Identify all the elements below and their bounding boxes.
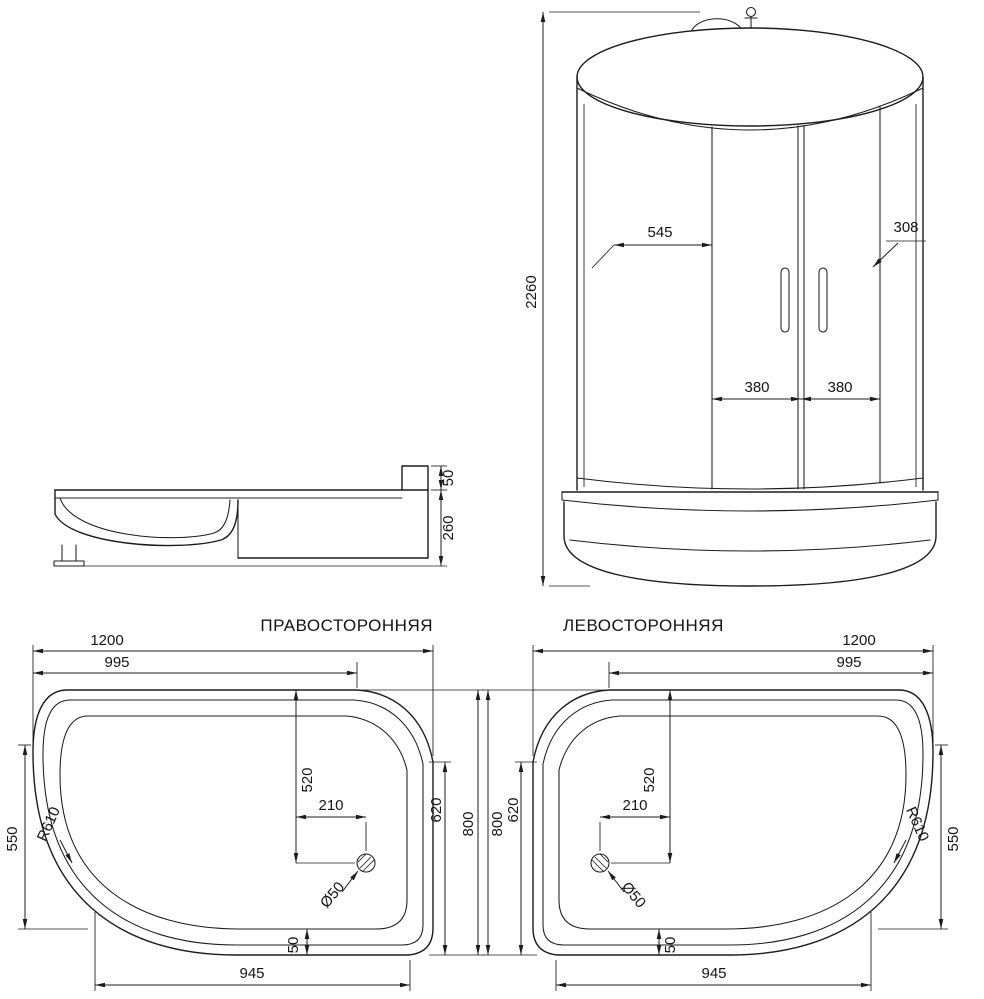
tray-rim-front bbox=[561, 499, 939, 512]
basin-profile bbox=[54, 489, 239, 547]
dim-945-left-plan: 945 bbox=[701, 965, 726, 982]
door-handle-left bbox=[780, 267, 790, 333]
side-panel-leader bbox=[872, 242, 899, 268]
mixer-ball bbox=[745, 6, 757, 18]
dim-door-left: 380 bbox=[744, 379, 769, 396]
tray-outer-edge bbox=[32, 689, 434, 956]
dim-520-right-plan: 520 bbox=[299, 767, 316, 792]
dim-cabin-height: 2260 bbox=[523, 275, 540, 308]
dim-550-left-plan: 550 bbox=[945, 826, 962, 851]
dim-fixed-panel: 545 bbox=[647, 224, 672, 241]
tray-rim-sides bbox=[561, 491, 939, 501]
front-view: 2260 545 308 380 380 bbox=[523, 6, 939, 587]
dim-995-left-plan: 995 bbox=[836, 654, 861, 671]
dim-1200-left-plan: 1200 bbox=[842, 632, 875, 649]
dim-995-right-plan: 995 bbox=[104, 654, 129, 671]
bottom-track bbox=[576, 477, 924, 490]
roof-outline bbox=[576, 27, 924, 127]
dim-520-left-plan: 520 bbox=[641, 767, 658, 792]
plan-right-labels: ПРАВОСТОРОННЯЯ 1200 995 620 800 550 R610… bbox=[4, 616, 477, 982]
plan-left-title: ЛЕВОСТОРОННЯЯ bbox=[563, 616, 724, 635]
dim-50-right-plan: 50 bbox=[285, 937, 302, 954]
plan-view-left-geometry bbox=[482, 645, 948, 991]
tray-rim-lip bbox=[401, 465, 429, 491]
tray-basin-edge bbox=[59, 715, 408, 930]
tray-skirt bbox=[563, 501, 937, 587]
radius-leader bbox=[59, 839, 73, 864]
dim-800-left-plan: 800 bbox=[489, 811, 506, 836]
dim-800-right-plan: 800 bbox=[460, 811, 477, 836]
dim-1200-right-plan: 1200 bbox=[90, 632, 123, 649]
dim-210-left-plan: 210 bbox=[622, 797, 647, 814]
door-handle-right bbox=[818, 267, 828, 333]
dim-620-right-plan: 620 bbox=[428, 797, 445, 822]
side-view: 50 260 bbox=[53, 465, 457, 567]
tray-skirt-seam bbox=[569, 539, 931, 552]
panel-ext bbox=[591, 244, 615, 269]
roof-fascia bbox=[576, 87, 924, 131]
drain-circle bbox=[356, 853, 376, 873]
dim-rim-height: 50 bbox=[440, 470, 457, 487]
drain-hatch bbox=[357, 853, 375, 872]
tray-rim-edge bbox=[42, 699, 424, 946]
plan-left-labels: ЛЕВОСТОРОННЯЯ 1200 995 620 800 550 R610 … bbox=[489, 616, 962, 982]
dim-side-panel: 308 bbox=[893, 219, 918, 236]
dim-945-right-plan: 945 bbox=[239, 965, 264, 982]
plan-right-title: ПРАВОСТОРОННЯЯ bbox=[260, 616, 433, 635]
plan-view-right-geometry bbox=[18, 645, 484, 991]
basin-profile-inner bbox=[59, 497, 231, 539]
drain-dia-leader bbox=[341, 870, 359, 893]
dim-tray-depth: 260 bbox=[440, 515, 457, 540]
dim-620-left-plan: 620 bbox=[505, 797, 522, 822]
tray-leg bbox=[53, 544, 85, 567]
dim-50-left-plan: 50 bbox=[662, 937, 679, 954]
dim-210-right-plan: 210 bbox=[318, 797, 343, 814]
dim-door-right: 380 bbox=[827, 379, 852, 396]
dim-550-right-plan: 550 bbox=[4, 826, 21, 851]
